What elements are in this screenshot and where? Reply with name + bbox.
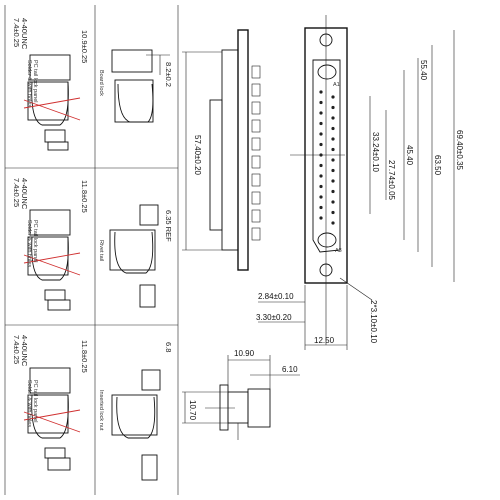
pin-hole bbox=[331, 158, 335, 162]
dim-10-90: 10.90 bbox=[234, 349, 255, 358]
dim-3-30: 3.30±0.20 bbox=[256, 313, 292, 322]
dim-hole: 2*3.10±0.10 bbox=[369, 300, 378, 344]
p2-dims-c: 11.8±0.25 bbox=[80, 180, 89, 213]
p1-note-a: Solder & with holes bbox=[26, 60, 32, 107]
coax-cavity-a1 bbox=[317, 64, 337, 80]
pin-hole bbox=[319, 184, 323, 189]
pin-hole bbox=[319, 142, 323, 147]
front-vertical-dims: 33.24±0.10 27.74±0.05 45.40 55.40 63.50 … bbox=[369, 30, 464, 282]
dim-55-40: 55.40 bbox=[419, 60, 428, 81]
dim-33-24: 33.24±0.10 bbox=[371, 132, 380, 173]
side-length-dim: 57.40±0.20 bbox=[193, 135, 202, 176]
pin-hole bbox=[331, 95, 335, 99]
front-view: A1 A3 33.24±0.10 27.74±0.05 45.40 55.40 … bbox=[256, 15, 464, 350]
side-view-pins bbox=[251, 65, 261, 241]
pin-hole bbox=[331, 200, 335, 204]
p3-note-b: PC tail lock panel bbox=[32, 380, 38, 423]
pin-hole bbox=[319, 100, 323, 105]
left-panels-frame bbox=[4, 5, 179, 495]
panel-1-drawing bbox=[23, 49, 170, 151]
pin-hole bbox=[331, 105, 335, 110]
front-view-pins bbox=[319, 90, 335, 225]
p1-dims-a: 7.4±0.25 bbox=[12, 18, 21, 47]
dim-2-84: 2.84±0.10 bbox=[258, 292, 294, 301]
pin-hole bbox=[331, 189, 335, 194]
pin-hole bbox=[319, 163, 323, 168]
p3-note-c: Inserted lock nut bbox=[98, 390, 104, 431]
dim-6-10: 6.10 bbox=[282, 365, 298, 374]
pin-hole bbox=[331, 116, 335, 120]
p1-note-b: PC tail lock panel bbox=[32, 60, 38, 103]
pin-hole bbox=[319, 121, 323, 126]
pin-hole bbox=[319, 111, 323, 115]
pin-hole bbox=[331, 137, 335, 141]
p3-dims-c: 11.8±0.25 bbox=[80, 340, 89, 373]
pin-hole bbox=[319, 216, 323, 220]
dim-27-74: 27.74±0.05 bbox=[387, 160, 396, 201]
pin-hole bbox=[331, 221, 335, 225]
p1-dims-b: 4-40UNC bbox=[20, 18, 29, 50]
p2-note-c: Rivet tail bbox=[98, 240, 104, 261]
pin-hole bbox=[331, 179, 335, 183]
p2-dims-d: 6.35 REF bbox=[164, 210, 173, 242]
contact-detail: 10.90 6.10 10.70 bbox=[182, 349, 300, 440]
p2-dims-a: 7.4±0.25 bbox=[12, 178, 21, 207]
left-panel-labels: 7.4±0.25 4-40UNC 10.9±0.25 8.2±0.2 Solde… bbox=[12, 18, 173, 431]
dim-69-40: 69.40±0.35 bbox=[455, 130, 464, 171]
dim-12-50: 12.50 bbox=[314, 336, 335, 345]
dim-63-50: 63.50 bbox=[433, 155, 442, 176]
pin-hole bbox=[319, 90, 323, 94]
dim-10-70: 10.70 bbox=[188, 400, 197, 421]
p1-dims-c: 10.9±0.25 bbox=[80, 30, 89, 63]
dim-45-40: 45.40 bbox=[405, 145, 414, 166]
pin-label-a1: A1 bbox=[333, 82, 340, 88]
p2-dims-b: 4-40UNC bbox=[20, 178, 29, 210]
panel-2-drawing bbox=[23, 204, 159, 311]
p1-dims-d: 8.2±0.2 bbox=[164, 62, 173, 87]
p3-dims-d: 6.8 bbox=[164, 342, 173, 352]
pin-hole bbox=[319, 132, 323, 136]
p3-note-a: Solder & with holes bbox=[26, 380, 32, 427]
p2-note-b: PC tail lock panel bbox=[32, 220, 38, 263]
pin-hole bbox=[319, 195, 323, 199]
p3-dims-a: 7.4±0.25 bbox=[12, 335, 21, 364]
p3-dims-b: 4-40UNC bbox=[20, 335, 29, 367]
pin-hole bbox=[319, 205, 323, 210]
pin-hole bbox=[331, 126, 335, 131]
front-horizontal-dims: 2.84±0.10 3.30±0.20 12.50 2*3.10±0.10 bbox=[256, 277, 378, 350]
coax-cavity-a3 bbox=[317, 232, 337, 248]
pin-hole bbox=[319, 174, 323, 178]
p2-note-a: Solder & with holes bbox=[26, 220, 32, 267]
pin-hole bbox=[331, 168, 335, 173]
pin-label-a3: A3 bbox=[335, 248, 342, 254]
p1-note-c: Board lock bbox=[98, 70, 104, 96]
pin-hole bbox=[331, 210, 335, 215]
side-view: 57.40±0.20 bbox=[182, 29, 261, 271]
panel-3-drawing bbox=[23, 367, 161, 481]
pin-hole bbox=[331, 147, 335, 152]
